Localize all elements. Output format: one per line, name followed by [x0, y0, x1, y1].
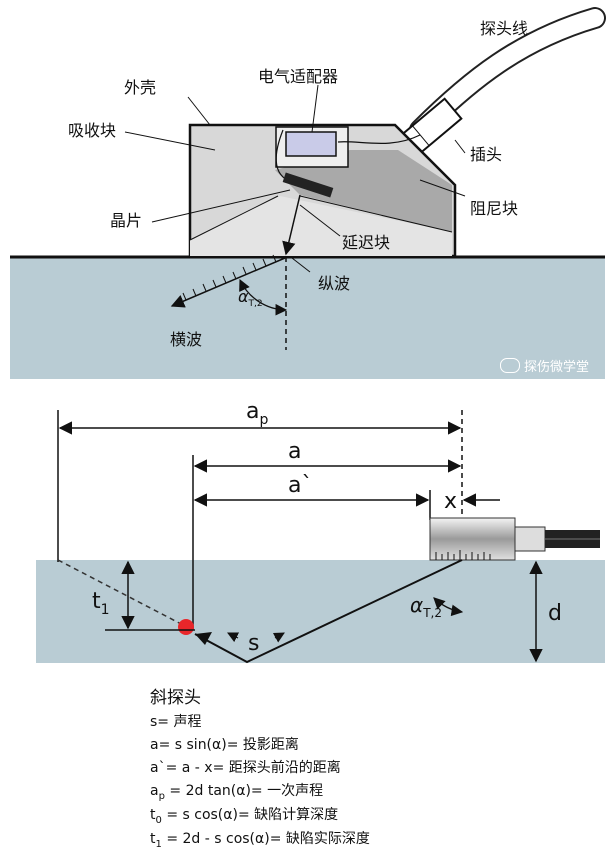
top-diagram: 探头线 电气适配器 外壳 吸收块 插头 阻尼块 晶片 延迟块 纵波 横波 αT,… — [10, 7, 606, 379]
legend-title: 斜探头 — [150, 688, 201, 708]
leader-lines — [124, 84, 466, 273]
label-probe-cable: 探头线 — [480, 19, 528, 38]
electrical-adapter — [285, 131, 337, 157]
crystal — [282, 172, 334, 198]
shear-wave-beam — [170, 257, 286, 308]
sound-path — [194, 559, 463, 664]
label-ap: ap — [246, 399, 268, 428]
formula-line-4: ap = 2d tan(α)= 一次声程 — [150, 783, 324, 802]
label-electrical-adapter: 电气适配器 — [258, 67, 338, 86]
label-a-prime: a` — [288, 473, 312, 498]
longitudinal-beam — [282, 194, 301, 256]
label-x: x — [444, 489, 457, 514]
label-longitudinal-wave: 纵波 — [318, 274, 350, 293]
angle-probe — [429, 517, 600, 561]
bottom-specimen — [36, 560, 605, 663]
label-s: s — [248, 631, 259, 656]
shear-hatches — [182, 254, 277, 301]
damping-block — [275, 150, 452, 232]
label-crystal: 晶片 — [110, 211, 142, 230]
flaw-marker — [178, 619, 194, 635]
label-delay-block: 延迟块 — [342, 233, 390, 252]
label-plug: 插头 — [470, 145, 502, 164]
formula-line-6: t1 = 2d - s cos(α)= 缺陷实际深度 — [150, 831, 370, 850]
label-absorber: 吸收块 — [68, 121, 116, 140]
label-housing: 外壳 — [124, 78, 156, 97]
label-angle-top: αT,2 — [238, 287, 263, 309]
label-d: d — [548, 601, 562, 626]
formula-line-5: t0 = s cos(α)= 缺陷计算深度 — [150, 807, 339, 826]
projected-path — [57, 559, 186, 627]
watermark: 探伤微学堂 — [500, 356, 589, 375]
angle-arc-bottom — [433, 597, 464, 617]
angle-arc-top — [239, 278, 288, 316]
label-alpha-bottom: αT,2 — [410, 593, 442, 620]
label-t1: t1 — [92, 589, 110, 618]
formula-line-1: s= 声程 — [150, 714, 202, 730]
formula-line-3: a`= a - x= 距探头前沿的距离 — [150, 760, 341, 776]
label-a: a — [288, 439, 301, 464]
bottom-diagram: ap a a` x t1 s αT,2 d — [36, 399, 605, 664]
label-shear-wave: 横波 — [170, 330, 202, 349]
watermark-text: 探伤微学堂 — [524, 360, 590, 375]
formula-line-2: a= s sin(α)= 投影距离 — [150, 737, 299, 753]
wechat-icon — [500, 358, 520, 373]
label-damping-block: 阻尼块 — [470, 199, 518, 218]
